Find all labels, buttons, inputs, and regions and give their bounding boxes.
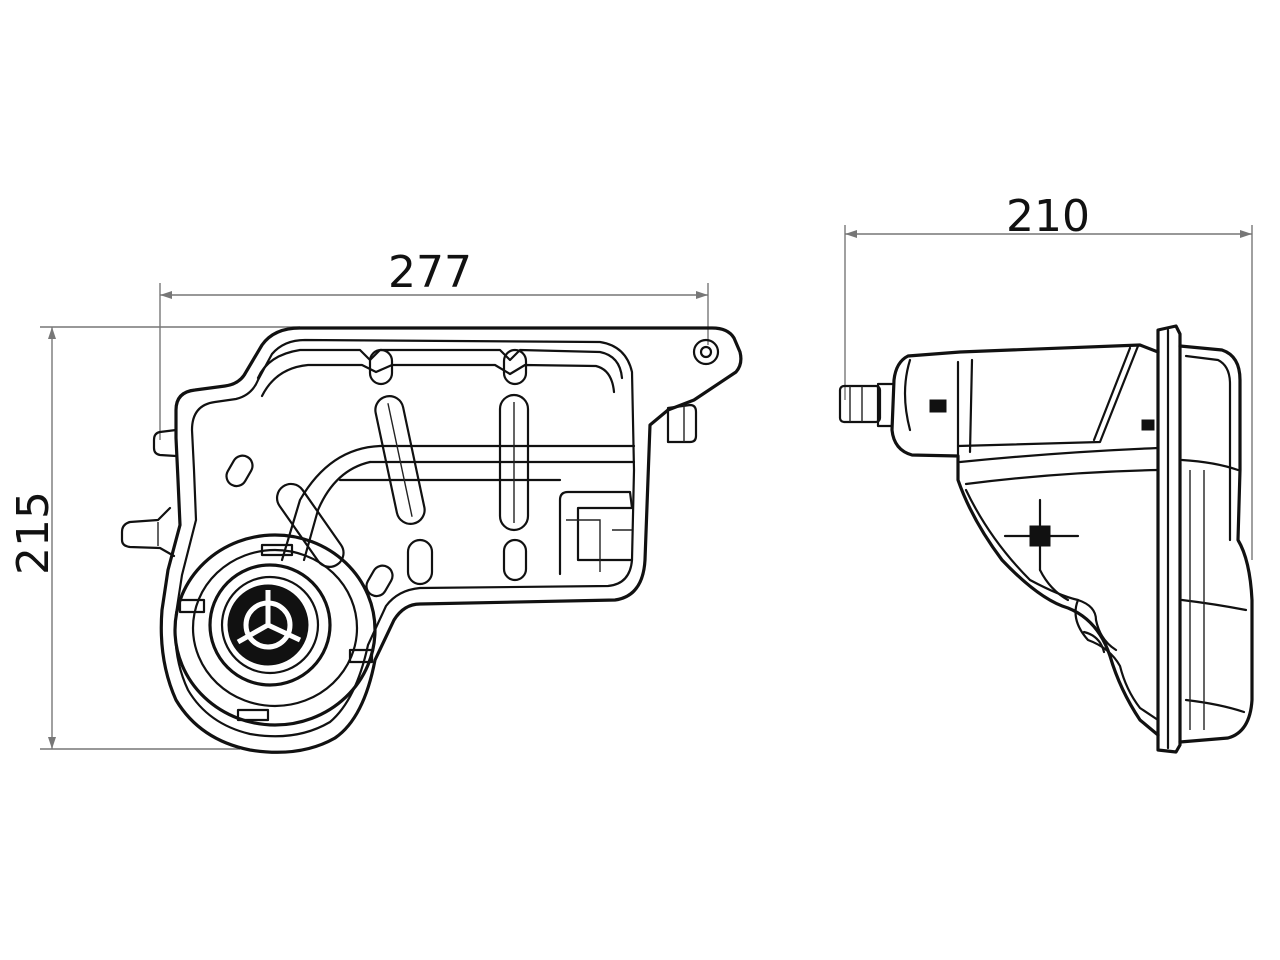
dimension-210: 210 [844, 191, 1253, 560]
front-view [120, 326, 743, 754]
front-mount-ear [692, 338, 720, 366]
front-bracket [558, 490, 634, 576]
side-flange [1156, 324, 1182, 754]
side-lower-edge [964, 488, 1160, 722]
front-inner-contour [174, 338, 636, 738]
front-tube-curve [280, 444, 382, 562]
dimension-215-label: 215 [8, 491, 59, 575]
dimension-210-label: 210 [1006, 191, 1090, 242]
side-view [838, 324, 1254, 754]
front-outer-contour [159, 326, 743, 754]
side-hose-stub [838, 358, 1155, 432]
front-top-rail [256, 348, 624, 380]
front-filler-cap [173, 533, 377, 727]
front-ribs [225, 348, 530, 598]
side-sensor-fitting [1003, 498, 1080, 602]
front-right-stub [666, 403, 698, 444]
side-right-body [1178, 344, 1254, 744]
side-main-body [890, 343, 1160, 737]
dimension-277-label: 277 [388, 247, 472, 298]
dimension-215: 215 [8, 326, 300, 750]
dimension-277: 277 [159, 247, 709, 440]
front-left-stub-lower [120, 506, 176, 558]
front-left-stub-upper [152, 428, 178, 458]
